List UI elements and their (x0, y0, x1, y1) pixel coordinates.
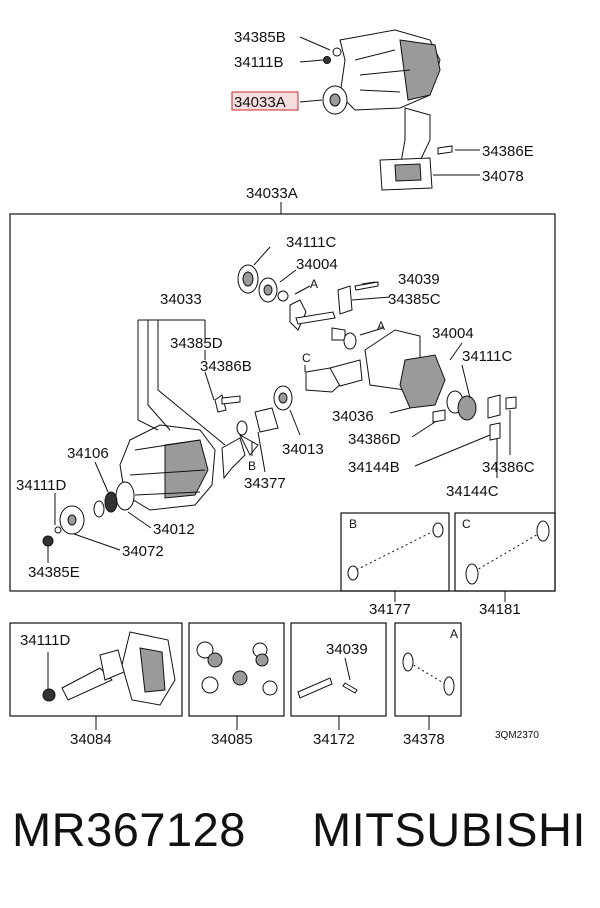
label-34172[interactable]: 34172 (313, 731, 355, 748)
kit-box-34378 (394, 622, 462, 717)
pin-set-illustration (297, 677, 358, 699)
label-34385D[interactable]: 34385D (170, 335, 223, 352)
label-34033A-highlight[interactable]: 34033A (234, 94, 286, 111)
parts-diagram: 34385B 34111B 34033A 34386E 34078 34033A (9, 29, 556, 748)
key-A-3: A (450, 627, 458, 641)
spacer-34181-illustration (465, 520, 550, 585)
key-A-1: A (310, 277, 318, 291)
diagram-reference-code: 3QM2370 (495, 730, 539, 741)
label-34386B[interactable]: 34386B (200, 358, 252, 375)
highlight-box-34033A (231, 91, 299, 111)
label-34177[interactable]: 34177 (369, 601, 411, 618)
key-C-1: C (302, 351, 311, 365)
label-34012[interactable]: 34012 (153, 521, 195, 538)
label-34013[interactable]: 34013 (282, 441, 324, 458)
label-34144C[interactable]: 34144C (446, 483, 499, 500)
label-34072[interactable]: 34072 (122, 543, 164, 560)
label-34085[interactable]: 34085 (211, 731, 253, 748)
label-34111C-a[interactable]: 34111C (286, 234, 336, 251)
label-34039-b[interactable]: 34039 (326, 641, 368, 658)
key-A-2: A (377, 319, 385, 333)
label-34039-a[interactable]: 34039 (398, 271, 440, 288)
label-34084[interactable]: 34084 (70, 731, 112, 748)
label-34004-a[interactable]: 34004 (296, 256, 338, 273)
label-34386D[interactable]: 34386D (348, 431, 401, 448)
part-number: MR367128 (12, 803, 246, 856)
kit-box-34085 (188, 622, 285, 717)
ring-pinion-illustration (42, 631, 176, 706)
label-34378[interactable]: 34378 (403, 731, 445, 748)
key-B-1: B (248, 459, 256, 473)
key-C-2: C (462, 517, 471, 531)
label-34111D-a[interactable]: 34111D (16, 477, 66, 494)
label-34385E[interactable]: 34385E (28, 564, 80, 581)
label-34004-b[interactable]: 34004 (432, 325, 474, 342)
label-34385B-top[interactable]: 34385B (234, 29, 286, 46)
label-34386C[interactable]: 34386C (482, 459, 535, 476)
label-34377[interactable]: 34377 (244, 475, 286, 492)
brand-name: MITSUBISHI (312, 803, 586, 856)
gear-components-illustration (236, 264, 517, 441)
washer-set-illustration (402, 652, 455, 696)
label-34111B[interactable]: 34111B (234, 54, 284, 71)
label-34386E[interactable]: 34386E (482, 143, 534, 160)
differential-carrier-illustration (42, 394, 259, 547)
label-34078[interactable]: 34078 (482, 168, 524, 185)
diff-gear-set-illustration (196, 641, 278, 696)
label-34033[interactable]: 34033 (160, 291, 202, 308)
group-box-34033A (9, 213, 556, 592)
inset-box-B (340, 512, 450, 592)
footer: MR367128 MITSUBISHI (0, 790, 600, 880)
label-34111D-b[interactable]: 34111D (20, 632, 70, 649)
carrier-assembly-illustration (322, 29, 453, 191)
label-34036[interactable]: 34036 (332, 408, 374, 425)
spacer-34177-illustration (347, 522, 444, 581)
label-34385C[interactable]: 34385C (388, 291, 441, 308)
kit-box-34172 (290, 622, 387, 717)
label-34033A-group[interactable]: 34033A (246, 185, 298, 202)
label-34111C-b[interactable]: 34111C (462, 348, 512, 365)
label-34181[interactable]: 34181 (479, 601, 521, 618)
label-34106[interactable]: 34106 (67, 445, 109, 462)
label-34144B[interactable]: 34144B (348, 459, 400, 476)
key-B-2: B (349, 517, 357, 531)
